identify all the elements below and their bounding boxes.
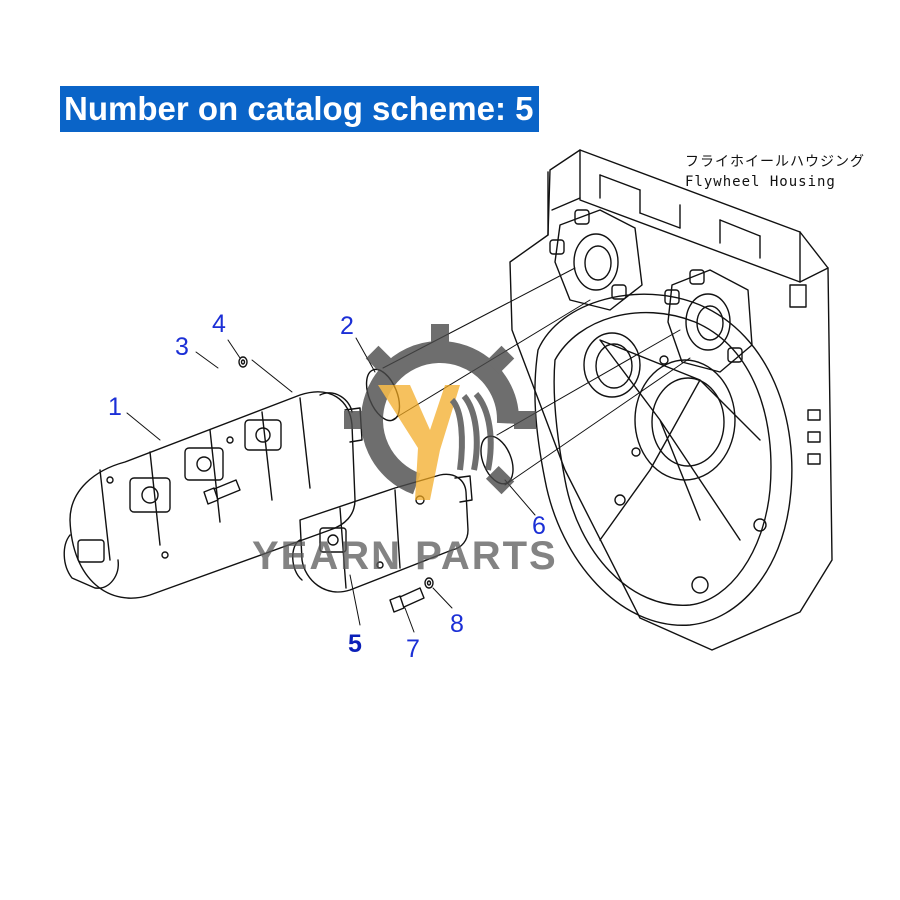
callout-5[interactable]: 5 [348, 630, 362, 658]
bolt-3 [203, 479, 241, 505]
callout-1[interactable]: 1 [108, 393, 122, 421]
callout-4[interactable]: 4 [212, 310, 226, 338]
bolt-7 [389, 587, 425, 613]
callout-8[interactable]: 8 [450, 610, 464, 638]
flywheel-housing-label: フライホイールハウジング Flywheel Housing [685, 152, 865, 192]
catalog-scheme-banner: Number on catalog scheme: 5 [60, 86, 540, 132]
flywheel-housing-label-jp: フライホイールハウジング [685, 154, 865, 170]
washer-8 [424, 577, 434, 589]
triple-pump [63, 391, 363, 599]
callout-6[interactable]: 6 [532, 512, 546, 540]
callout-2[interactable]: 2 [340, 312, 354, 340]
callout-7[interactable]: 7 [406, 635, 420, 663]
washer-4 [238, 356, 248, 368]
callout-3[interactable]: 3 [175, 333, 189, 361]
flywheel-housing [509, 149, 833, 651]
flywheel-housing-label-en: Flywheel Housing [685, 174, 836, 190]
watermark-gear-icon [344, 324, 536, 500]
single-pump [292, 473, 473, 593]
watermark-text: YEARN PARTS [252, 534, 558, 578]
